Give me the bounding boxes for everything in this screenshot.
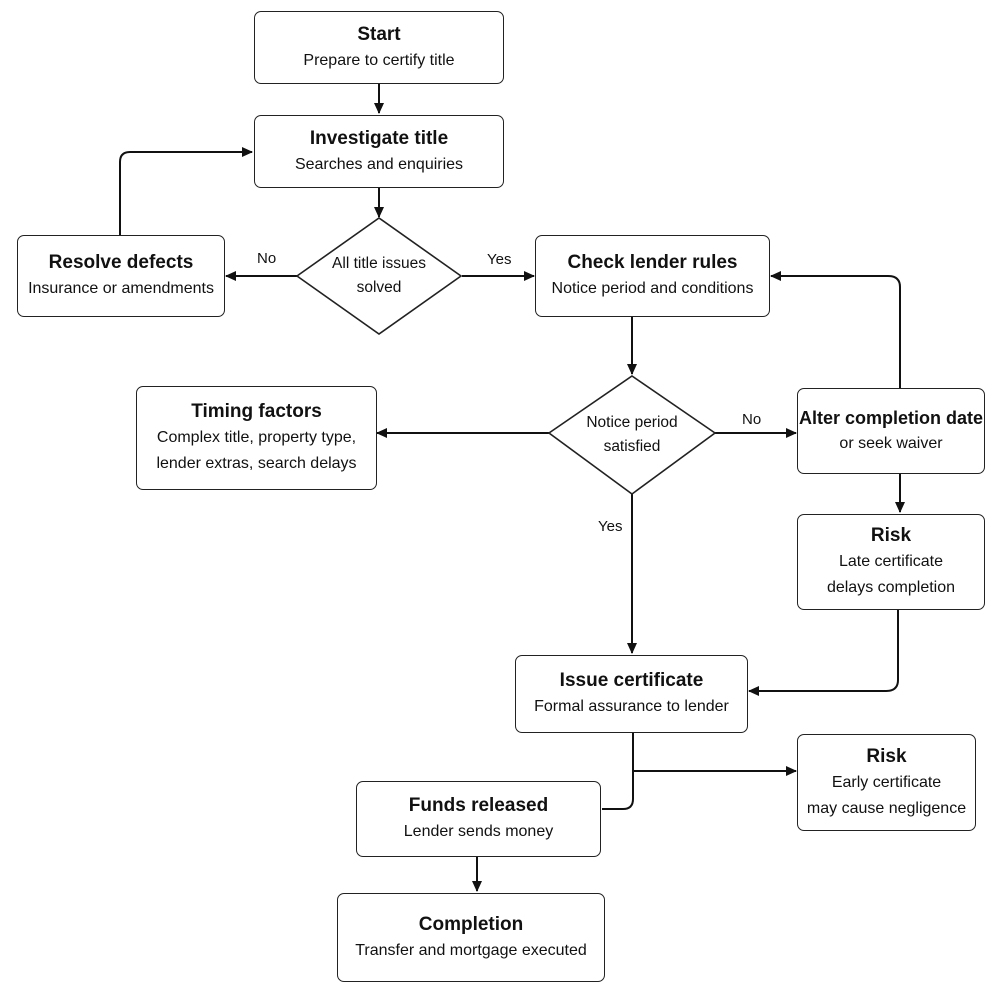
- node-subtitle: Late certificate: [838, 553, 944, 570]
- node-title: Risk: [866, 745, 907, 767]
- node-subtitle: Searches and enquiries: [294, 155, 464, 173]
- node-investigate-title: Investigate title Searches and enquiries: [254, 115, 504, 188]
- node-subtitle: Transfer and mortgage executed: [355, 941, 587, 959]
- node-subtitle: Formal assurance to lender: [534, 698, 729, 715]
- node-start: Start Prepare to certify title: [254, 11, 504, 84]
- node-completion: Completion Transfer and mortgage execute…: [337, 893, 605, 982]
- decision-notice-period: [547, 375, 717, 495]
- node-title: Timing factors: [191, 401, 322, 422]
- node-subtitle: lender extras, search delays: [156, 455, 357, 472]
- node-subtitle: may cause negligence: [806, 799, 967, 817]
- node-issue-certificate: Issue certificate Formal assurance to le…: [515, 655, 748, 733]
- node-check-lender-rules: Check lender rules Notice period and con…: [535, 235, 770, 317]
- decision-title-issues: [295, 217, 463, 335]
- node-subtitle: Complex title, property type,: [156, 429, 357, 446]
- node-timing-factors: Timing factors Complex title, property t…: [136, 386, 377, 490]
- edge-risk-issue: [748, 610, 899, 696]
- edge-issue-funds: [602, 733, 634, 810]
- node-title: Start: [357, 23, 401, 45]
- node-risk-early: Risk Early certificate may cause neglige…: [797, 734, 976, 831]
- decision-line: Notice period: [586, 414, 678, 431]
- node-subtitle: Insurance or amendments: [28, 280, 214, 297]
- edge-resolve-investigate: [119, 147, 253, 235]
- edge-alter-lender: [770, 271, 901, 388]
- node-title: Completion: [418, 913, 524, 935]
- node-title: Check lender rules: [567, 252, 738, 273]
- node-title: Resolve defects: [48, 252, 194, 273]
- node-resolve-defects: Resolve defects Insurance or amendments: [17, 235, 225, 317]
- node-funds-released: Funds released Lender sends money: [356, 781, 601, 857]
- edge-label-notice-no: No: [742, 411, 762, 428]
- node-title: Funds released: [408, 795, 549, 816]
- node-alter-completion-date: Alter completion date or seek waiver: [797, 388, 985, 474]
- decision-line: solved: [356, 279, 402, 296]
- node-title: Alter completion date: [798, 408, 984, 428]
- decision-title-text: All title issues solved: [309, 252, 449, 300]
- node-title: Issue certificate: [559, 670, 704, 691]
- node-subtitle: Early certificate: [831, 773, 942, 791]
- node-risk-late: Risk Late certificate delays completion: [797, 514, 985, 610]
- edge-label-notice-yes: Yes: [598, 518, 623, 535]
- node-subtitle: Prepare to certify title: [303, 51, 455, 69]
- decision-line: satisfied: [603, 438, 661, 455]
- decision-line: All title issues: [332, 255, 426, 272]
- node-title: Risk: [870, 525, 912, 546]
- node-title: Investigate title: [309, 127, 449, 149]
- node-subtitle: Lender sends money: [403, 823, 554, 840]
- node-subtitle: Notice period and conditions: [551, 280, 754, 297]
- edge-label-title-yes: Yes: [487, 251, 512, 268]
- node-subtitle: delays completion: [826, 579, 956, 596]
- edge-label-title-no: No: [257, 250, 277, 267]
- node-subtitle: or seek waiver: [839, 435, 943, 452]
- decision-notice-text: Notice period satisfied: [567, 411, 697, 459]
